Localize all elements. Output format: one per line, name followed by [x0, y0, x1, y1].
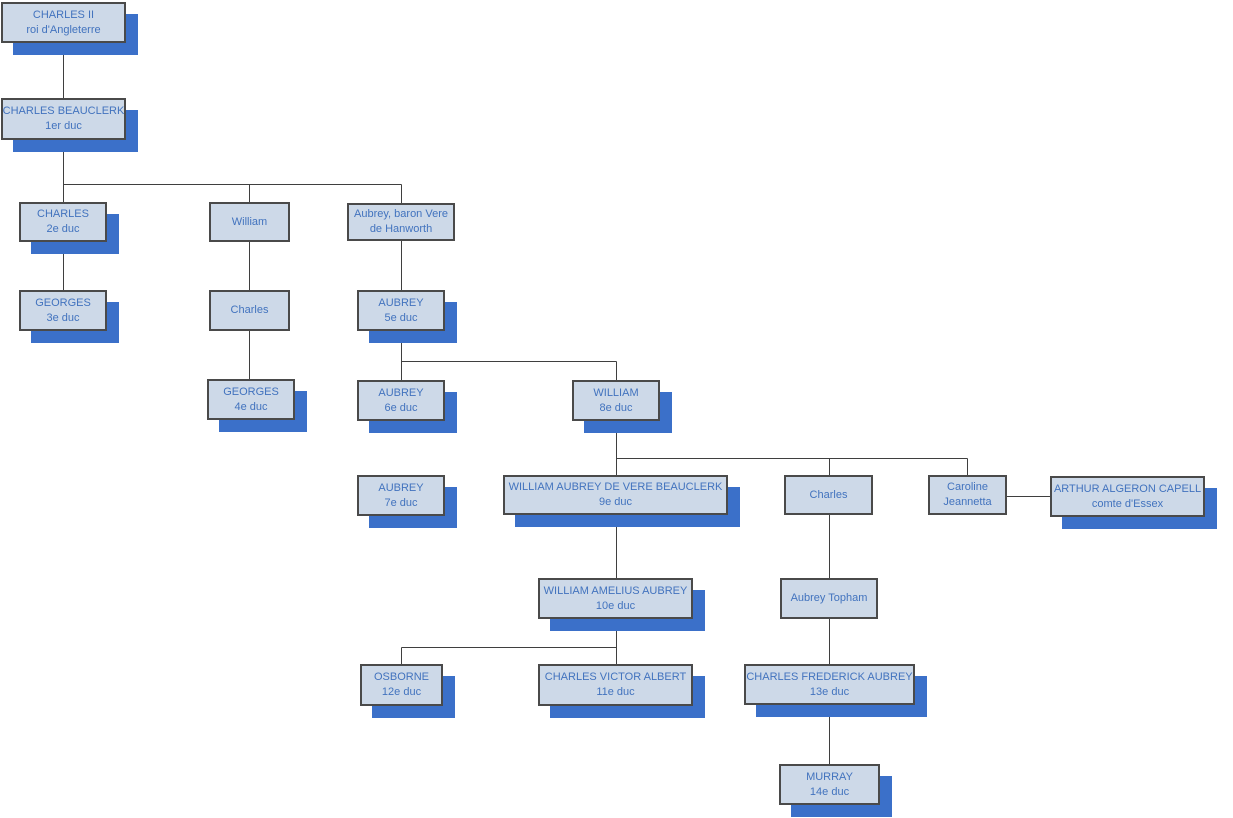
node-name: William [231, 215, 268, 228]
node-subtitle: 10e duc [595, 599, 636, 612]
node-subtitle: 13e duc [809, 685, 850, 698]
node-subtitle: 4e duc [234, 400, 268, 413]
node-subtitle: 2e duc [46, 223, 80, 235]
tree-node-osborne-12e: OSBORNE 12e duc [360, 664, 443, 706]
tree-node-william-8e: WILLIAM 8e duc [572, 380, 660, 421]
tree-node-william-9e: WILLIAM AUBREY DE VERE BEAUCLERK 9e duc [503, 475, 728, 515]
tree-node-aubrey-baron-vere: Aubrey, baron Vere de Hanworth [347, 203, 455, 241]
tree-node-aubrey-6e: AUBREY 6e duc [357, 380, 445, 421]
tree-node-aubrey-5e: AUBREY 5e duc [357, 290, 445, 331]
node-name: Caroline [947, 481, 988, 493]
node-name: AUBREY [378, 481, 424, 494]
node-name: CHARLES VICTOR ALBERT [544, 671, 687, 683]
node-name: CHARLES BEAUCLERK [2, 105, 125, 117]
tree-node-william-10e: WILLIAM AMELIUS AUBREY 10e duc [538, 578, 693, 619]
tree-node-charles-fils: Charles [209, 290, 290, 331]
node-subtitle: comte d'Essex [1091, 497, 1164, 510]
node-name: CHARLES II [32, 8, 95, 21]
tree-node-william: William [209, 202, 290, 242]
node-subtitle: 5e duc [384, 311, 418, 324]
node-subtitle: 12e duc [381, 686, 422, 698]
tree-node-arthur-capell: ARTHUR ALGERON CAPELL comte d'Essex [1050, 476, 1205, 517]
node-subtitle: 6e duc [384, 401, 418, 414]
tree-node-charles-petit-fils: Charles [784, 475, 873, 515]
tree-node-murray-14e: MURRAY 14e duc [779, 764, 880, 805]
node-name: Charles [230, 304, 269, 316]
node-subtitle: 14e duc [809, 785, 850, 798]
tree-node-aubrey-topham: Aubrey Topham [780, 578, 878, 619]
node-subtitle: 9e duc [598, 496, 633, 508]
node-name: WILLIAM AMELIUS AUBREY [543, 584, 688, 597]
node-subtitle: 3e duc [46, 311, 80, 324]
tree-node-caroline-jeannetta: Caroline Jeannetta [928, 475, 1007, 515]
node-name: AUBREY [378, 296, 424, 309]
node-name: Aubrey, baron Vere [354, 208, 448, 220]
node-name: WILLIAM [593, 386, 639, 399]
node-name: CHARLES FREDERICK AUBREY [746, 670, 913, 683]
tree-node-charles-frederick-13e: CHARLES FREDERICK AUBREY 13e duc [744, 664, 915, 705]
tree-node-charles-beauclerk-1er: CHARLES BEAUCLERK 1er duc [1, 98, 126, 140]
node-name: GEORGES [223, 385, 279, 398]
tree-node-georges-4e: GEORGES 4e duc [207, 379, 295, 420]
node-name: CHARLES [37, 208, 89, 220]
tree-node-charles-2e: CHARLES 2e duc [19, 202, 107, 242]
node-subtitle: 7e duc [384, 496, 418, 509]
node-subtitle: 8e duc [599, 401, 633, 414]
tree-node-georges-3e: GEORGES 3e duc [19, 290, 107, 331]
node-name: WILLIAM AUBREY DE VERE BEAUCLERK [508, 481, 723, 493]
node-name: GEORGES [35, 296, 91, 309]
node-subtitle: Jeannetta [943, 496, 992, 508]
node-subtitle: de Hanworth [369, 223, 433, 235]
node-subtitle: 11e duc [596, 686, 635, 698]
node-name: Charles [809, 488, 848, 501]
node-subtitle: roi d'Angleterre [26, 23, 101, 36]
tree-node-charles-ii: CHARLES II roi d'Angleterre [1, 2, 126, 43]
node-subtitle: 1er duc [45, 120, 82, 132]
node-name: ARTHUR ALGERON CAPELL [1053, 482, 1202, 495]
node-name: OSBORNE [373, 671, 429, 683]
node-name: MURRAY [806, 770, 853, 783]
tree-node-aubrey-7e: AUBREY 7e duc [357, 475, 445, 516]
node-name: AUBREY [378, 386, 424, 399]
tree-node-charles-victor-11e: CHARLES VICTOR ALBERT 11e duc [538, 664, 693, 706]
node-name: Aubrey Topham [790, 592, 868, 604]
